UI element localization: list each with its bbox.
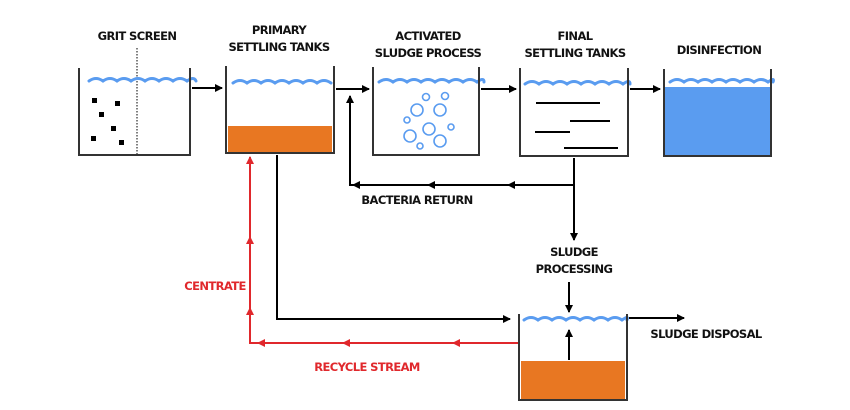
tank-disinfection — [663, 69, 775, 157]
grit-particle — [119, 140, 124, 145]
label-sludge-2: PROCESSING — [536, 262, 613, 276]
air-bubbles-icon — [403, 91, 455, 150]
label-primary-2: SETTLING TANKS — [228, 40, 329, 54]
settling-lines-icon — [535, 102, 618, 149]
grit-particle — [91, 136, 96, 141]
grit-particle — [111, 126, 116, 131]
arrow-recycle-path — [249, 160, 518, 344]
label-primary-1: PRIMARY — [252, 23, 308, 37]
tank-wall — [519, 68, 629, 157]
label-final-1: FINAL — [558, 29, 594, 43]
water-surface-icon — [87, 77, 198, 83]
clean-water — [665, 87, 770, 156]
water-surface-icon — [668, 78, 775, 84]
label-bacteria-return: BACTERIA RETURN — [361, 193, 472, 207]
tank-wall — [518, 314, 628, 401]
tank-activated-sludge — [372, 67, 486, 156]
label-final-2: SETTLING TANKS — [524, 46, 625, 60]
label-centrate: CENTRATE — [184, 279, 246, 293]
tank-wall — [225, 66, 335, 154]
tank-wall — [663, 69, 772, 157]
label-activated-1: ACTIVATED — [395, 29, 460, 43]
sludge-layer — [228, 126, 332, 153]
label-sludge-1: SLUDGE — [550, 245, 599, 259]
tank-primary-settling — [225, 66, 335, 154]
sludge-layer — [521, 361, 625, 399]
grit-particle — [92, 98, 97, 103]
arrow-bacteria-return — [346, 95, 575, 186]
water-surface-icon — [377, 78, 486, 84]
water-surface-icon — [231, 79, 333, 85]
recycle-flow — [246, 156, 518, 347]
grit-particle — [99, 112, 104, 117]
water-surface-icon — [523, 80, 632, 86]
tank-sludge-processing — [518, 314, 629, 401]
tank-grit-screen — [78, 48, 198, 156]
label-disinfection: DISINFECTION — [677, 43, 762, 57]
tank-wall — [372, 67, 480, 156]
label-grit-screen: GRIT SCREEN — [98, 29, 177, 43]
tank-final-settling — [519, 68, 632, 157]
tank-wall — [78, 68, 191, 156]
label-recycle-stream: RECYCLE STREAM — [314, 360, 420, 374]
label-sludge-disposal: SLUDGE DISPOSAL — [650, 327, 762, 341]
grit-particle — [115, 101, 120, 106]
water-surface-icon — [522, 316, 629, 322]
label-activated-2: SLUDGE PROCESS — [375, 46, 482, 60]
main-flow — [192, 84, 685, 360]
arrow-primary-to-sludge-tank — [276, 155, 511, 323]
